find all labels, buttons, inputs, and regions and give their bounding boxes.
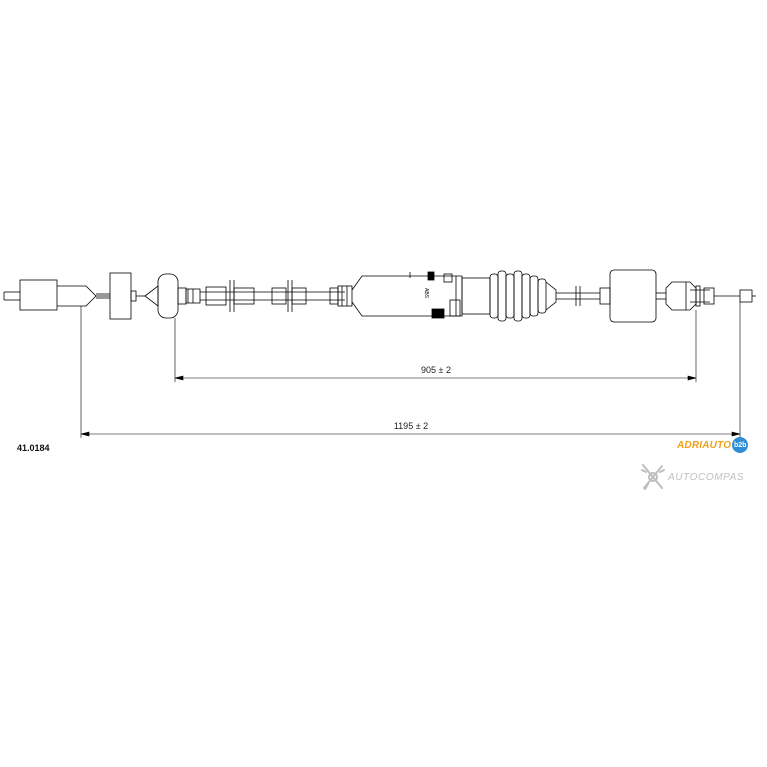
bellows (461, 270, 557, 322)
right-ferrule (609, 269, 657, 323)
cable-assembly (3, 269, 756, 323)
dimension-overall-label: 1195 ± 2 (394, 421, 428, 431)
brand-logo: ADRIAUTO b2b (677, 437, 749, 453)
autocompas-logo-icon (641, 464, 665, 490)
grommet (109, 272, 132, 320)
end-fitting (157, 273, 179, 319)
left-ferrule (19, 279, 58, 311)
part-number: 41.0184 (17, 443, 50, 453)
dimension-inner-label: 905 ± 2 (421, 365, 451, 375)
component-label: ABS (423, 288, 429, 299)
watermark-text: AUTOCOMPAS (668, 471, 745, 483)
brand-name: ADRIAUTO (677, 439, 732, 451)
brand-badge: b2b (732, 437, 749, 453)
dimension-lines (80, 302, 741, 438)
watermark: AUTOCOMPAS (640, 462, 744, 492)
